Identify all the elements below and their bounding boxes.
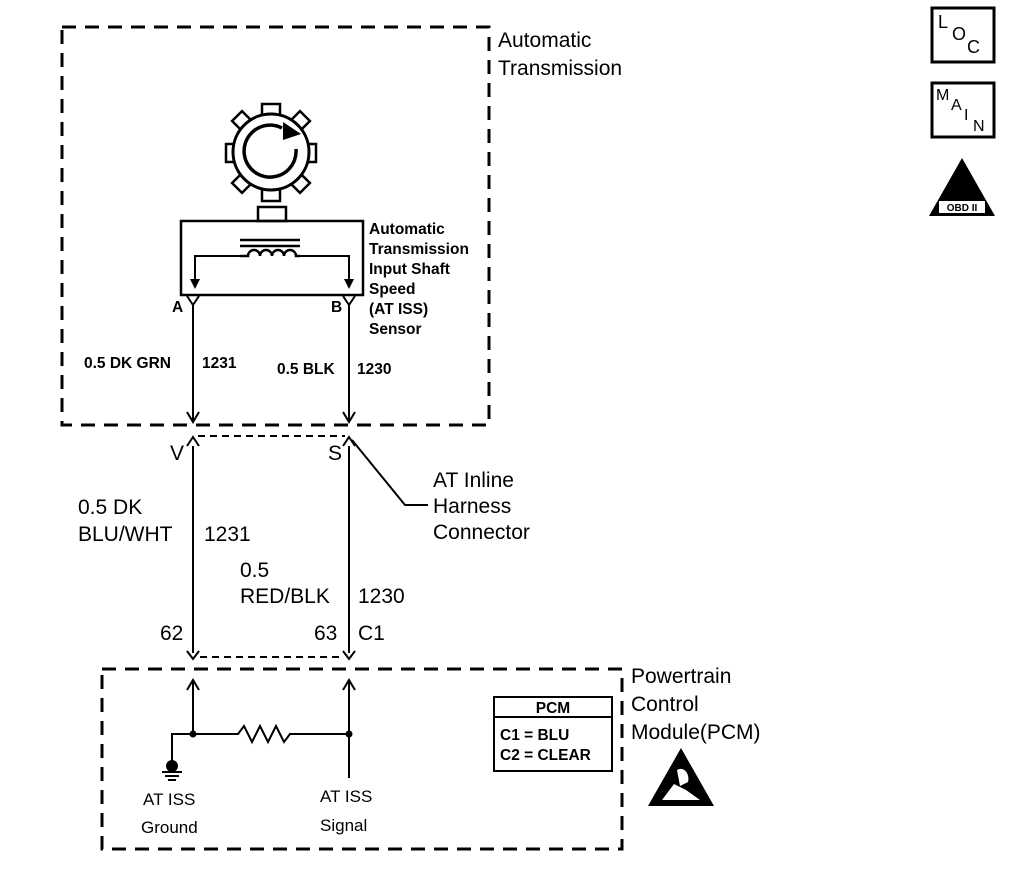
svg-text:OBD II: OBD II (947, 203, 978, 214)
inline-connector-label: AT Inline (433, 469, 514, 492)
at-iss-sensor (179, 205, 365, 297)
svg-text:N: N (973, 118, 985, 135)
pin-v-label: V (170, 442, 184, 465)
terminal-ground-label: Ground (141, 818, 198, 837)
transmission-boundary (60, 25, 491, 427)
svg-text:I: I (964, 107, 968, 124)
pcm-internal-circuit (171, 678, 356, 778)
sensor-label: Transmission (369, 241, 469, 258)
inline-connector (186, 435, 428, 506)
connector-c1-label: C1 (358, 622, 385, 645)
circuit-number-label: 1230 (358, 585, 405, 608)
wire-color-label: 0.5 (240, 559, 269, 582)
pcm-legend-title: PCM (536, 700, 570, 717)
pcm-label: Powertrain (631, 665, 731, 688)
loc-icon[interactable]: L O C (930, 6, 996, 64)
inline-connector-label: Harness (433, 495, 511, 518)
pcm-legend-line: C2 = CLEAR (500, 747, 591, 764)
pin-62-label: 62 (160, 622, 183, 645)
main-icon[interactable]: M A I N (930, 81, 996, 139)
reluctor-wheel-icon (224, 102, 318, 203)
transmission-label: Transmission (498, 57, 622, 80)
inline-connector-label: Connector (433, 521, 530, 544)
obd-ii-icon[interactable]: II OBD II (929, 158, 995, 216)
terminal-ground-label: AT ISS (143, 790, 195, 809)
pin-63-label: 63 (314, 622, 337, 645)
wire-color-label: RED/BLK (240, 585, 330, 608)
sensor-label: Sensor (369, 321, 422, 338)
terminal-signal-label: Signal (320, 816, 367, 835)
ground-icon (162, 760, 182, 781)
svg-text:C: C (967, 37, 980, 57)
svg-text:M: M (936, 87, 949, 104)
pin-s-label: S (328, 442, 342, 465)
pcm-label: Module(PCM) (631, 721, 761, 744)
pcm-label: Control (631, 693, 699, 716)
pin-b-label: B (331, 299, 342, 316)
pin-a-label: A (172, 299, 183, 316)
wire-color-label: 0.5 DK GRN (84, 355, 171, 372)
svg-text:II: II (957, 179, 967, 199)
esd-warning-icon (648, 748, 714, 806)
circuit-number-label: 1230 (357, 361, 391, 378)
wire-color-label: 0.5 BLK (277, 361, 336, 378)
circuit-number-label: 1231 (202, 355, 237, 372)
svg-text:O: O (952, 24, 966, 44)
wire-color-label: 0.5 DK (78, 496, 142, 519)
svg-text:A: A (951, 97, 962, 114)
pcm-connector (186, 650, 356, 661)
pcm-legend-box (493, 696, 613, 772)
pcm-legend-line: C1 = BLU (500, 727, 569, 744)
wire-color-label: BLU/WHT (78, 523, 173, 546)
sensor-label: Speed (369, 281, 416, 298)
terminal-signal-label: AT ISS (320, 787, 372, 806)
sensor-label: Automatic (369, 221, 445, 238)
svg-text:L: L (938, 12, 948, 32)
sensor-label: Input Shaft (369, 261, 450, 278)
circuit-number-label: 1231 (204, 523, 251, 546)
sensor-label: (AT ISS) (369, 301, 428, 318)
transmission-label: Automatic (498, 29, 591, 52)
sensor-connector-pins (186, 295, 356, 307)
pcm-boundary (100, 667, 624, 851)
